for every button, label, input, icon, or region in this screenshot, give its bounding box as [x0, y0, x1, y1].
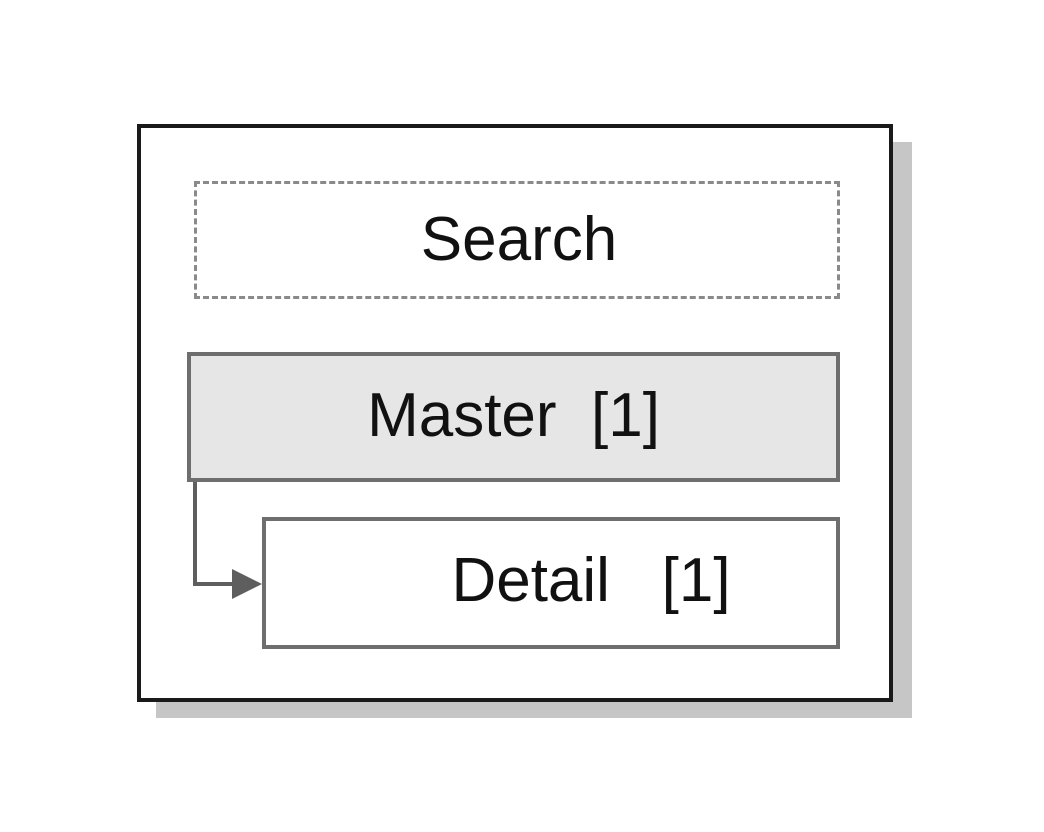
detail-region[interactable]: Detail [1] [262, 517, 840, 649]
search-region[interactable]: Search [194, 181, 840, 299]
master-label: Master [1] [367, 381, 660, 450]
master-region[interactable]: Master [1] [187, 352, 840, 482]
detail-label: Detail [1] [451, 546, 731, 615]
search-label: Search [420, 205, 618, 274]
